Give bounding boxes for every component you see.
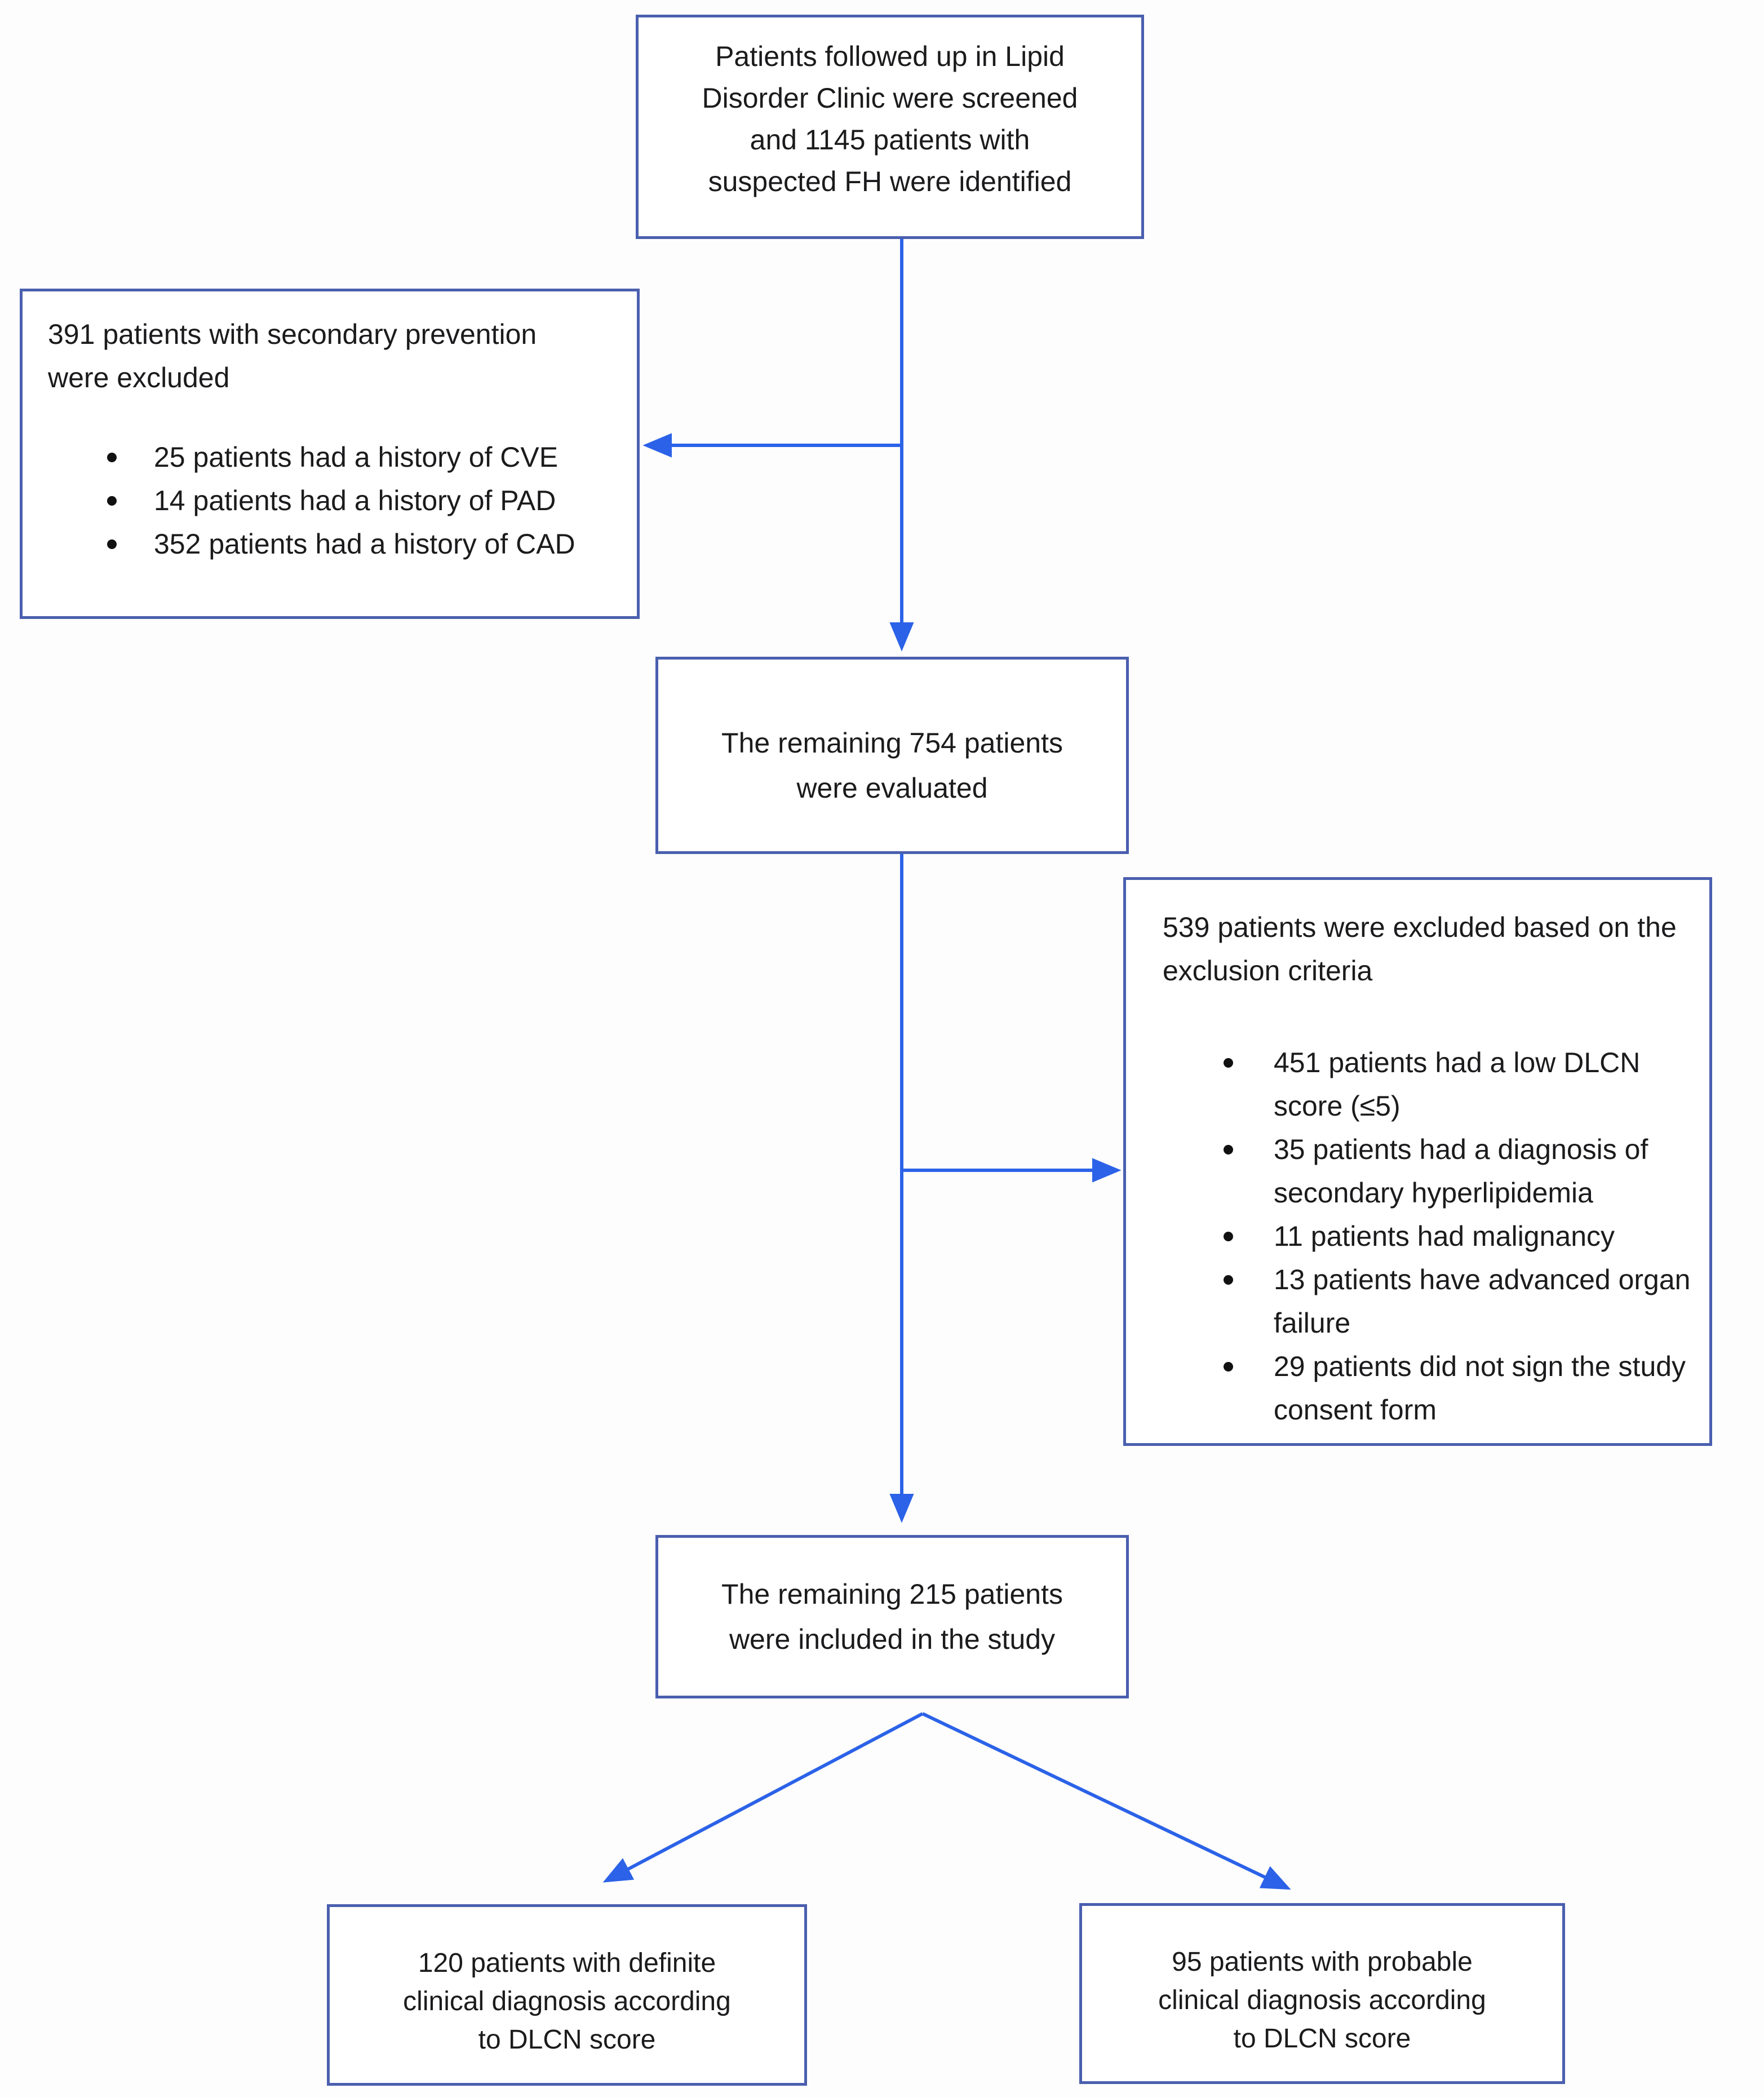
bullet-text: 25 patients had a history of CVE xyxy=(154,441,559,473)
text-line: secondary hyperlipidemia xyxy=(1274,1177,1593,1209)
list-item: 13 patients have advanced organ failure xyxy=(1163,1258,1692,1345)
text-line: 120 patients with definite xyxy=(418,1948,716,1978)
text-line: exclusion criteria xyxy=(1163,955,1373,986)
bullet-text: 11 patients had malignancy xyxy=(1274,1215,1692,1258)
bullet-text: 352 patients had a history of CAD xyxy=(154,528,575,560)
text-line: 539 patients were excluded based on the xyxy=(1163,912,1677,943)
exclusion-bullet-list: 25 patients had a history of CVE 14 pati… xyxy=(48,436,614,566)
text-line: 451 patients had a low DLCN xyxy=(1274,1047,1641,1078)
bullet-dot-icon xyxy=(1224,1275,1233,1285)
text-line: failure xyxy=(1274,1307,1351,1339)
bullet-dot-icon xyxy=(1224,1058,1233,1068)
bullet-dot-icon xyxy=(1224,1232,1233,1241)
bullet-dot-icon xyxy=(1224,1145,1233,1154)
text-line: The remaining 754 patients xyxy=(721,727,1063,759)
bullet-dot-icon xyxy=(1224,1362,1233,1372)
box-secondary-prevention-excluded: 391 patients with secondary prevention w… xyxy=(20,289,640,619)
text-line: clinical diagnosis according xyxy=(403,1987,731,2016)
bullet-text: 13 patients have advanced organ failure xyxy=(1274,1258,1692,1345)
list-item: 35 patients had a diagnosis of secondary… xyxy=(1163,1128,1692,1215)
list-item: 14 patients had a history of PAD xyxy=(48,479,614,523)
text-line: were excluded xyxy=(48,362,230,393)
text-line: 29 patients did not sign the study xyxy=(1274,1351,1686,1382)
exclusion-bullet-list: 451 patients had a low DLCN score (≤5) 3… xyxy=(1163,1041,1692,1432)
box-screened-patients: Patients followed up in Lipid Disorder C… xyxy=(636,15,1144,239)
text-line: 35 patients had a diagnosis of xyxy=(1274,1134,1648,1165)
box-definite-diagnosis: 120 patients with definite clinical diag… xyxy=(327,1904,807,2086)
text-line: 11 patients had malignancy xyxy=(1274,1220,1615,1252)
list-item: 29 patients did not sign the study conse… xyxy=(1163,1345,1692,1432)
list-item: 451 patients had a low DLCN score (≤5) xyxy=(1163,1041,1692,1128)
text-line: were included in the study xyxy=(729,1623,1056,1655)
box-probable-diagnosis: 95 patients with probable clinical diagn… xyxy=(1079,1903,1565,2084)
text-line: clinical diagnosis according xyxy=(1158,1985,1486,2015)
box-exclusion-criteria: 539 patients were excluded based on the … xyxy=(1123,877,1712,1446)
list-item: 25 patients had a history of CVE xyxy=(48,436,614,479)
bullet-text: 29 patients did not sign the study conse… xyxy=(1274,1345,1692,1432)
arrow-included-to-definite xyxy=(602,1712,924,1883)
text-line: Disorder Clinic were screened xyxy=(702,82,1078,114)
bullet-text: 35 patients had a diagnosis of secondary… xyxy=(1274,1128,1692,1215)
text-line: and 1145 patients with xyxy=(750,124,1030,156)
box-remaining-included: The remaining 215 patients were included… xyxy=(655,1535,1129,1698)
text-line: to DLCN score xyxy=(1233,2023,1411,2054)
box-remaining-evaluated: The remaining 754 patients were evaluate… xyxy=(655,657,1129,854)
list-item: 11 patients had malignancy xyxy=(1163,1215,1692,1258)
bullet-text: 14 patients had a history of PAD xyxy=(154,485,556,516)
box-title: 391 patients with secondary prevention w… xyxy=(48,313,614,400)
bullet-dot-icon xyxy=(107,453,117,462)
text-line: were evaluated xyxy=(796,772,988,804)
text-line: 391 patients with secondary prevention xyxy=(48,318,537,350)
text-line: consent form xyxy=(1274,1394,1437,1426)
text-line: The remaining 215 patients xyxy=(721,1578,1063,1610)
text-line: to DLCN score xyxy=(478,2025,656,2055)
bullet-dot-icon xyxy=(107,539,117,549)
text-line: 13 patients have advanced organ xyxy=(1274,1264,1691,1295)
bullet-text: 451 patients had a low DLCN score (≤5) xyxy=(1274,1041,1692,1128)
box-title: 539 patients were excluded based on the … xyxy=(1163,906,1692,993)
text-line: score (≤5) xyxy=(1274,1090,1400,1122)
text-line: 95 patients with probable xyxy=(1172,1946,1473,1977)
bullet-dot-icon xyxy=(107,496,117,506)
text-line: suspected FH were identified xyxy=(708,166,1072,197)
text-line: Patients followed up in Lipid xyxy=(715,41,1065,72)
arrow-included-to-probable xyxy=(921,1712,1291,1890)
list-item: 352 patients had a history of CAD xyxy=(48,523,614,566)
